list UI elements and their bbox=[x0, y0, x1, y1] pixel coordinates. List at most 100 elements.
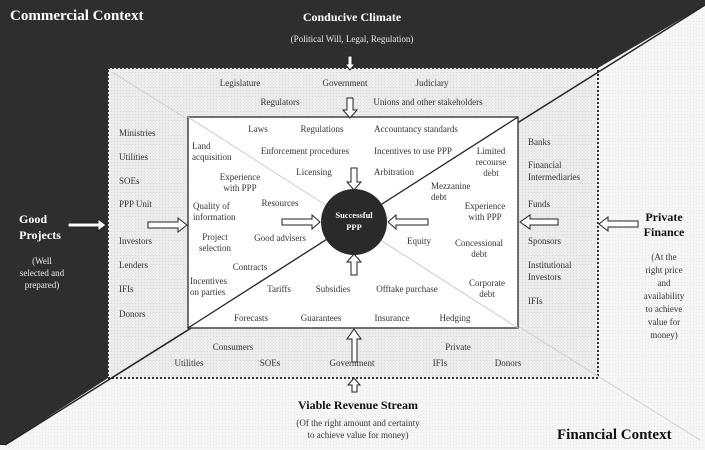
arrow-bottom-inner bbox=[346, 328, 362, 363]
center-right-item: Limited bbox=[476, 146, 506, 156]
center-right-item: debt bbox=[483, 168, 499, 178]
arrow-bottom-outer bbox=[346, 377, 362, 393]
private-finance-title: Private bbox=[645, 210, 683, 224]
private-finance-sub: (At the bbox=[651, 252, 677, 262]
center-left-item: selection bbox=[199, 243, 231, 253]
conducive-climate-subtitle: (Political Will, Legal, Regulation) bbox=[290, 34, 414, 44]
arrow-right-inner bbox=[519, 214, 559, 230]
center-left-item: Project bbox=[202, 232, 228, 242]
center-right-item: Experience bbox=[464, 201, 506, 211]
center-right-item: Equity bbox=[407, 236, 431, 246]
private-finance-sub: to achieve bbox=[645, 304, 683, 314]
center-right-item: Concessional bbox=[455, 238, 503, 248]
arrow-circle-left bbox=[281, 213, 321, 231]
left-item: Ministries bbox=[119, 128, 156, 138]
left-item: SOEs bbox=[119, 176, 140, 186]
center-right-item: debt bbox=[479, 289, 495, 299]
left-item: PPP Unit bbox=[119, 199, 152, 209]
private-finance-sub: right price bbox=[645, 265, 683, 275]
right-item: Funds bbox=[528, 199, 551, 209]
right-item: Institutional bbox=[528, 260, 572, 270]
commercial-context-label: Commercial Context bbox=[10, 8, 144, 24]
center-bottom-item: Forecasts bbox=[234, 313, 268, 323]
left-item: Lenders bbox=[119, 260, 148, 270]
arrow-left-inner bbox=[147, 216, 188, 234]
private-finance-sub: value for bbox=[647, 317, 681, 327]
arrow-top-outer bbox=[343, 55, 357, 71]
center-bottom-item: Tariffs bbox=[267, 284, 291, 294]
viable-revenue-sub: (Of the right amount and certainty bbox=[296, 418, 420, 428]
center-bottom-item: Insurance bbox=[374, 313, 410, 323]
center-bottom-item: Guarantees bbox=[300, 313, 342, 323]
right-item: Financial bbox=[528, 160, 562, 170]
viable-revenue-title: Viable Revenue Stream bbox=[298, 398, 418, 412]
center-left-item: Experience bbox=[219, 172, 261, 182]
right-item: IFIs bbox=[528, 296, 543, 306]
arrow-circle-right bbox=[387, 213, 429, 231]
bottom-item: Donors bbox=[494, 358, 522, 368]
arrow-circle-top bbox=[345, 167, 363, 191]
successful-ppp-label: Successful bbox=[335, 210, 373, 220]
good-projects-title: Good bbox=[18, 212, 48, 226]
center-top-item: Laws bbox=[248, 124, 268, 134]
center-right-item: with PPP bbox=[468, 212, 502, 222]
bottom-item: Private bbox=[445, 342, 471, 352]
center-left-item: Quality of bbox=[193, 201, 230, 211]
center-left-item: Incentives bbox=[190, 276, 227, 286]
center-right-item: recourse bbox=[475, 157, 507, 167]
right-item: Investors bbox=[528, 272, 561, 282]
arrow-circle-bottom bbox=[345, 253, 363, 276]
private-finance-sub: availability bbox=[643, 291, 685, 301]
arrow-right-outer bbox=[598, 215, 639, 233]
top-item: Legislature bbox=[219, 78, 261, 88]
left-item: Utilities bbox=[119, 152, 148, 162]
private-finance-sub: money) bbox=[650, 330, 678, 340]
center-top-item: Enforcement procedures bbox=[260, 146, 350, 156]
center-top-item: Regulations bbox=[300, 124, 344, 134]
bottom-item: Government bbox=[329, 358, 375, 368]
good-projects-title: Projects bbox=[19, 228, 61, 242]
good-projects-sub: selected and bbox=[19, 268, 65, 278]
left-item: Investors bbox=[119, 236, 152, 246]
left-item: Donors bbox=[119, 309, 146, 319]
top-item: Regulators bbox=[260, 97, 300, 107]
right-item: Intermediaries bbox=[528, 172, 580, 182]
center-left-item: Resources bbox=[261, 198, 299, 208]
center-top-item: Accountancy standards bbox=[374, 124, 458, 134]
viable-revenue-sub: to achieve value for money) bbox=[307, 430, 409, 440]
center-left-item: acquisition bbox=[192, 152, 232, 162]
center-bottom-item: Hedging bbox=[439, 313, 471, 323]
center-left-item: Good advisers bbox=[254, 233, 306, 243]
center-bottom-item: Subsidies bbox=[315, 284, 351, 294]
successful-ppp-circle bbox=[321, 189, 387, 255]
right-item: Banks bbox=[528, 137, 551, 147]
center-left-item: on parties bbox=[190, 287, 226, 297]
center-bottom-item: Offtake purchase bbox=[376, 284, 438, 294]
arrow-top-inner bbox=[341, 97, 359, 119]
center-top-item: Incentives to use PPP bbox=[374, 146, 452, 156]
middle-box-border bbox=[107, 67, 599, 379]
financial-context-label: Financial Context bbox=[557, 427, 672, 443]
top-item: Judiciary bbox=[415, 78, 449, 88]
center-left-item: with PPP bbox=[223, 183, 257, 193]
good-projects-sub: prepared) bbox=[24, 280, 60, 290]
arrow-left-outer bbox=[67, 218, 107, 232]
top-item: Unions and other stakeholders bbox=[373, 97, 483, 107]
center-right-item: Mezzanine bbox=[431, 181, 471, 191]
center-right-item: Corporate bbox=[469, 278, 505, 288]
center-top-item: Arbitration bbox=[374, 167, 414, 177]
center-left-item: Land bbox=[192, 141, 211, 151]
bottom-item: SOEs bbox=[259, 358, 281, 368]
top-item: Government bbox=[322, 78, 368, 88]
center-left-item: Contracts bbox=[232, 262, 268, 272]
bottom-item: Consumers bbox=[212, 342, 254, 352]
left-item: IFIs bbox=[119, 284, 134, 294]
center-left-item: information bbox=[193, 212, 236, 222]
bottom-item: IFIs bbox=[432, 358, 448, 368]
right-item: Sponsors bbox=[528, 236, 562, 246]
successful-ppp-label: PPP bbox=[346, 222, 362, 232]
center-right-item: debt bbox=[431, 192, 447, 202]
